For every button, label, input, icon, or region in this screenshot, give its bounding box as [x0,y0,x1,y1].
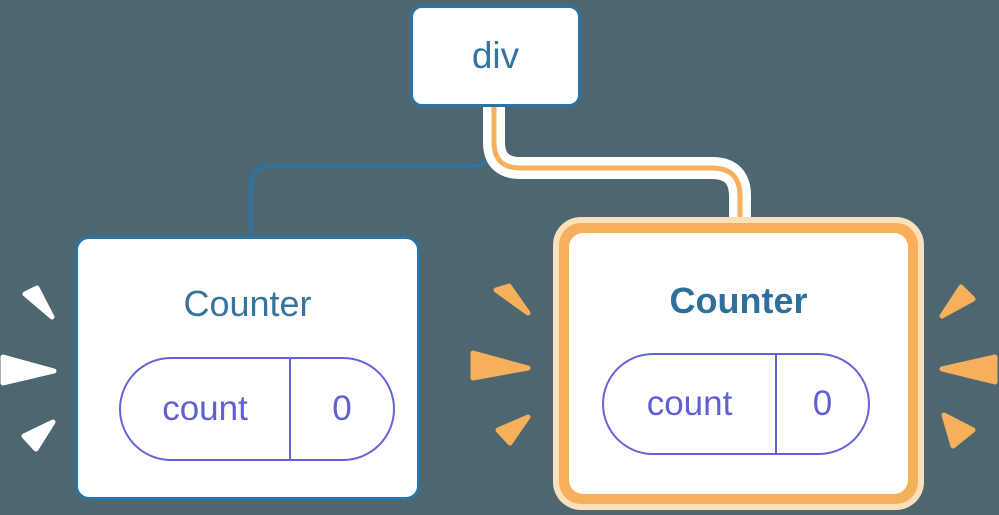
counter-card-right-highlight-ring: Counter count 0 [553,217,924,510]
state-value-right: 0 [812,384,833,423]
spark-icon [0,354,57,386]
edge-to-left-counter [249,101,496,237]
counter-card-right: Counter count 0 [569,233,908,494]
counter-title-left: Counter [183,283,312,324]
state-value-left: 0 [332,389,352,428]
state-pill-left: count 0 [119,357,395,461]
spark-icon [493,283,531,316]
spark-icon [939,354,998,385]
pill-divider [289,359,291,459]
spark-icon [939,284,976,319]
spark-icon [941,412,976,449]
edge-highlight-casing [483,101,751,218]
root-node: div [410,5,581,107]
pill-divider [775,355,777,453]
state-pill-right: count 0 [602,353,870,455]
counter-title-right: Counter [669,280,808,321]
state-key-right: count [646,384,733,423]
counter-card-right-border: Counter count 0 [559,223,918,504]
state-key-left: count [162,389,248,428]
spark-icon [21,419,56,452]
spark-icon [22,285,55,320]
root-node-label: div [471,35,520,76]
counter-card-left: Counter count 0 [75,236,420,500]
spark-icon [495,414,531,446]
spark-icon [470,350,531,381]
